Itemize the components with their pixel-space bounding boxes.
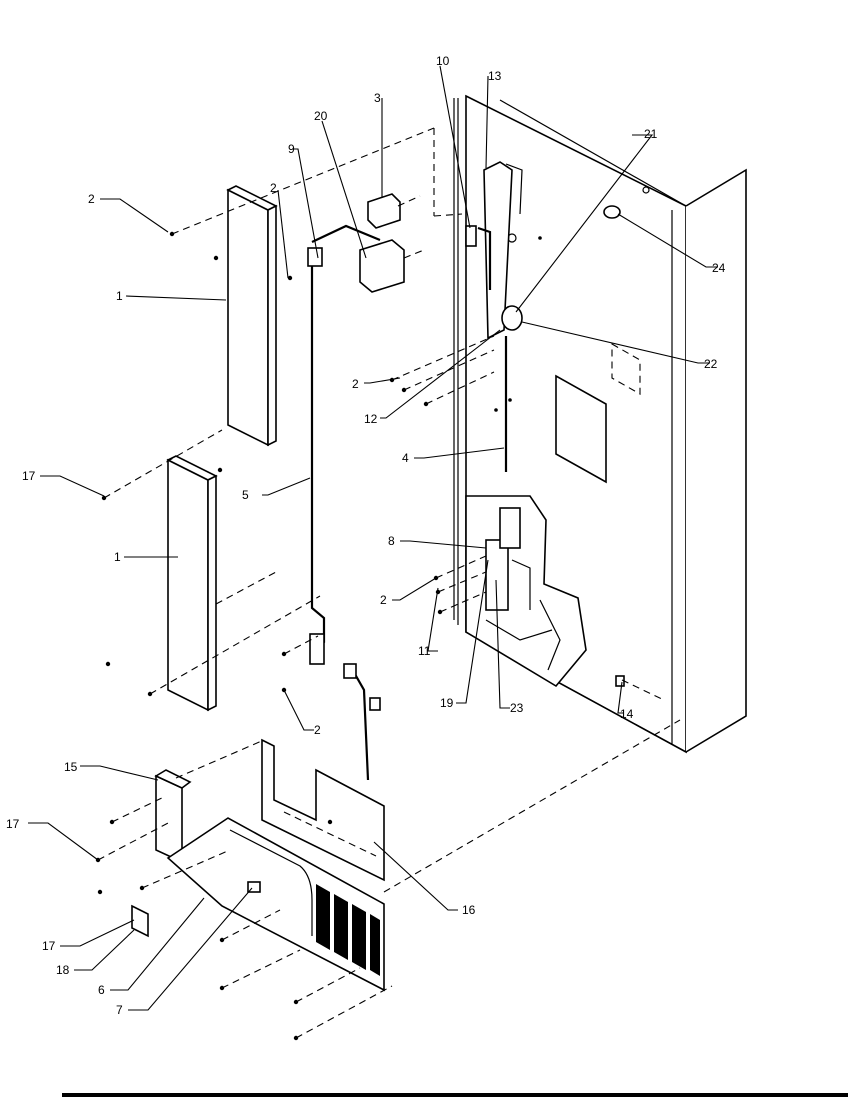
callout-label: 1 [114, 550, 121, 564]
clip [615, 675, 625, 687]
callout-label: 17 [6, 817, 20, 831]
footer-rule [62, 1093, 848, 1097]
callout-label: 10 [436, 54, 450, 68]
insulation-shroud [261, 738, 385, 882]
leader-lines [28, 65, 718, 1011]
callout-label: 12 [364, 412, 378, 426]
drain-tube [343, 663, 381, 781]
callout-label: 3 [374, 91, 381, 105]
callout-label: 4 [402, 451, 409, 465]
callout-label: 17 [42, 939, 56, 953]
callout-label: 18 [56, 963, 70, 977]
small-plate [131, 904, 149, 938]
callout-label: 21 [644, 127, 658, 141]
callout-label: 8 [388, 534, 395, 548]
vent-grille [316, 884, 380, 976]
callout-label: 23 [510, 701, 524, 715]
tube-harness [307, 224, 381, 665]
callout-label: 2 [314, 723, 321, 737]
vertical-duct-assembly [465, 161, 523, 472]
left-cover-panel-upper [226, 185, 278, 447]
mounting-bracket-20 [359, 239, 405, 293]
left-cover-panel-lower [166, 455, 218, 712]
callout-label: 14 [620, 707, 634, 721]
callout-label: 6 [98, 983, 105, 997]
callout-label: 5 [242, 488, 249, 502]
callout-label: 19 [440, 696, 454, 710]
fastener-dots [95, 231, 542, 1041]
callout-label: 16 [462, 903, 476, 917]
callout-label: 2 [380, 593, 387, 607]
rear-access-cover [166, 817, 385, 992]
callout-label: 11 [418, 644, 431, 658]
side-bracket [154, 769, 192, 864]
callout-labels: 1 1 2 2 2 2 2 3 4 5 6 7 8 9 10 11 12 13 … [6, 54, 726, 1017]
callout-label: 2 [352, 377, 359, 391]
callout-label: 20 [314, 109, 328, 123]
callout-label: 2 [270, 181, 277, 195]
callout-label: 24 [712, 261, 726, 275]
callout-label: 7 [116, 1003, 123, 1017]
callout-label: 9 [288, 142, 295, 156]
callout-label: 13 [488, 69, 502, 83]
callout-label: 22 [704, 357, 718, 371]
callout-label: 15 [64, 760, 78, 774]
callout-label: 2 [88, 192, 95, 206]
callout-label: 17 [22, 469, 36, 483]
callout-label: 1 [116, 289, 123, 303]
mounting-bracket-3 [367, 193, 401, 229]
